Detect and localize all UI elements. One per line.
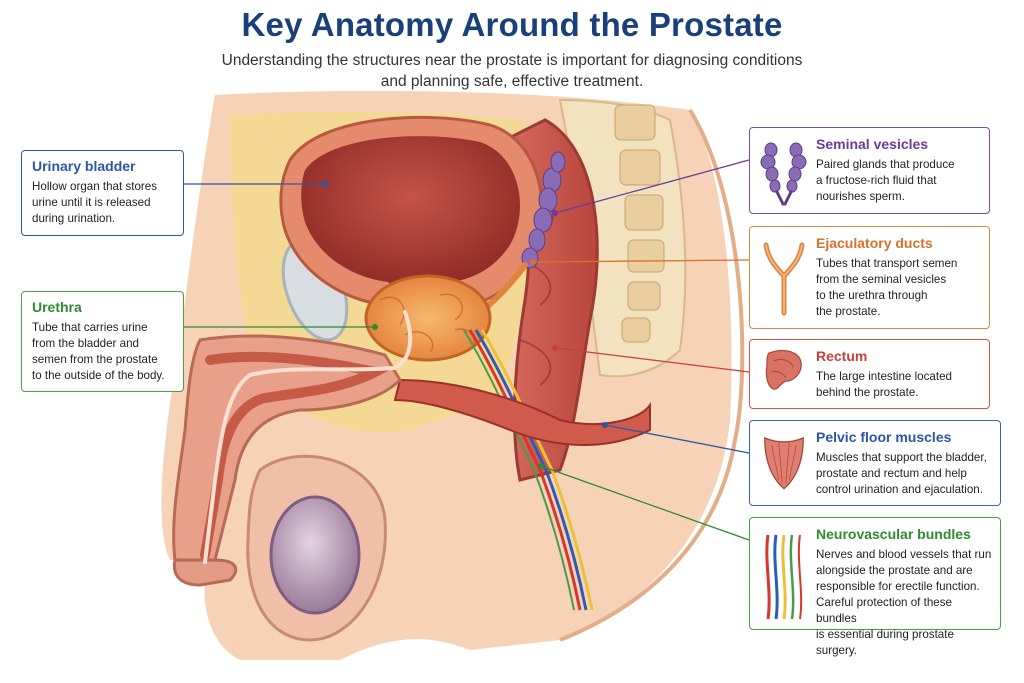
label-description: Nerves and blood vessels that run alongs… xyxy=(816,547,992,659)
label-pelvic-floor-muscles: Pelvic floor muscles Muscles that suppor… xyxy=(749,420,1001,506)
desc-line: from the seminal vesicles xyxy=(816,273,947,286)
label-title: Pelvic floor muscles xyxy=(816,429,952,445)
desc-line: Nerves and blood vessels that run xyxy=(816,548,992,561)
label-description: The large intestine located behind the p… xyxy=(816,369,981,401)
desc-line: responsible for erectile function. xyxy=(816,580,980,593)
desc-line: during urination. xyxy=(32,212,116,225)
leader-lines xyxy=(184,159,750,541)
ejaculatory-ducts-icon xyxy=(763,242,805,316)
desc-line: control urination and ejaculation. xyxy=(816,483,983,496)
desc-line: Hollow organ that stores xyxy=(32,180,158,193)
neurovascular-bundle-icon xyxy=(765,534,803,620)
desc-line: to the outside of the body. xyxy=(32,369,165,382)
desc-line: Tubes that transport semen xyxy=(816,257,958,270)
label-description: Hollow organ that stores urine until it … xyxy=(32,179,173,227)
prostate xyxy=(364,274,492,362)
penis xyxy=(172,334,402,587)
subtitle-line-1: Understanding the structures near the pr… xyxy=(221,52,803,69)
rectum-icon xyxy=(765,350,802,390)
label-seminal-vesicles: Seminal vesicles Paired glands that prod… xyxy=(749,127,990,214)
desc-line: semen from the prostate xyxy=(32,353,158,366)
page-title: Key Anatomy Around the Prostate xyxy=(241,6,783,43)
label-ejaculatory-ducts: Ejaculatory ducts Tubes that transport s… xyxy=(749,226,990,329)
desc-line: behind the prostate. xyxy=(816,386,919,399)
desc-line: Tube that carries urine xyxy=(32,321,148,334)
label-rectum: Rectum The large intestine located behin… xyxy=(749,339,990,409)
desc-line: from the bladder and xyxy=(32,337,139,350)
label-title: Neurovascular bundles xyxy=(816,526,971,542)
desc-line: to the urethra through xyxy=(816,289,928,302)
urethra xyxy=(203,310,413,564)
label-title: Rectum xyxy=(816,348,868,364)
testis xyxy=(269,495,361,615)
desc-line: is essential during prostate surgery. xyxy=(816,628,954,657)
desc-line: Muscles that support the bladder, xyxy=(816,451,987,464)
label-title: Urinary bladder xyxy=(32,158,136,174)
body-right-edge xyxy=(559,108,745,642)
pelvic-floor-muscle-icon xyxy=(764,437,804,490)
label-description: Muscles that support the bladder, prosta… xyxy=(816,450,992,498)
seminal-vesicles-icon xyxy=(760,142,807,206)
label-title: Urethra xyxy=(32,299,82,315)
subtitle-line-2: and planning safe, effective treatment. xyxy=(380,73,644,90)
glans xyxy=(172,558,238,587)
desc-line: the prostate. xyxy=(816,305,881,318)
sacrum xyxy=(558,98,687,378)
label-description: Paired glands that produce a fructose-ri… xyxy=(816,157,981,205)
label-neurovascular-bundles: Neurovascular bundles Nerves and blood v… xyxy=(749,517,1001,657)
label-title: Seminal vesicles xyxy=(816,136,929,152)
pelvic-floor-muscle xyxy=(393,378,651,446)
page-subtitle: Understanding the structures near the pr… xyxy=(0,50,1024,92)
desc-line: Careful protection of these bundles xyxy=(816,596,952,625)
bladder-lumen xyxy=(301,136,520,290)
desc-line: The large intestine located xyxy=(816,370,952,383)
desc-line: nourishes sperm. xyxy=(816,190,905,203)
label-urinary-bladder: Urinary bladder Hollow organ that stores… xyxy=(21,150,184,236)
label-title: Ejaculatory ducts xyxy=(816,235,933,251)
desc-line: alongside the prostate and are xyxy=(816,564,973,577)
desc-line: a fructose-rich fluid that xyxy=(816,174,937,187)
seminal-vesicles xyxy=(521,151,566,269)
desc-line: Paired glands that produce xyxy=(816,158,955,171)
desc-line: prostate and rectum and help xyxy=(816,467,967,480)
label-urethra: Urethra Tube that carries urine from the… xyxy=(21,291,184,392)
label-description: Tube that carries urine from the bladder… xyxy=(32,320,173,384)
desc-line: urine until it is released xyxy=(32,196,151,209)
label-description: Tubes that transport semen from the semi… xyxy=(816,256,981,320)
